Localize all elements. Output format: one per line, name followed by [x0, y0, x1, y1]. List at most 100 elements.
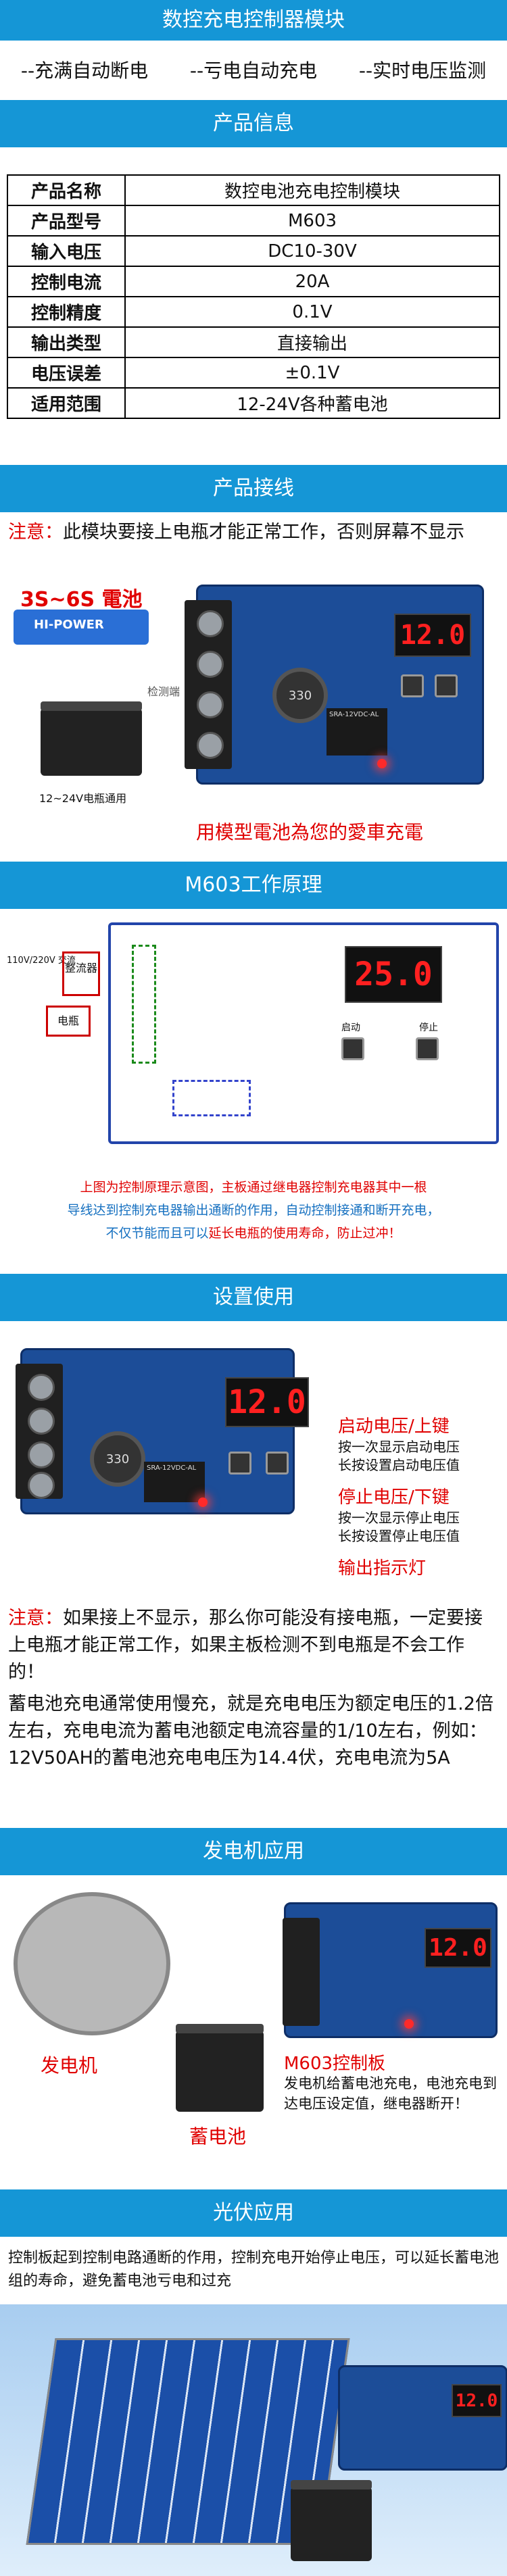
battery-box: 电瓶	[46, 1006, 91, 1037]
principle-text: 上图为控制原理示意图，主板通过继电器控制充电器其中一根 导线达到控制充电器输出通…	[8, 1176, 499, 1245]
page-title: 数控充电控制器模块	[0, 0, 507, 41]
principle-text-part: 不仅节能而且可以	[105, 1226, 209, 1241]
table-value: 数控电池充电控制模块	[124, 174, 500, 206]
section-header-setup: 设置使用	[0, 1274, 507, 1321]
table-key: 输出类型	[7, 326, 126, 358]
output-led	[404, 2019, 414, 2029]
principle-text-part: 延长电瓶的使用寿命，防止过冲！	[208, 1226, 402, 1241]
note-text: 如果接上不显示，那么你可能没有接电瓶，一定要接上电瓶才能正常工作，如果主板检测不…	[8, 1608, 483, 1683]
table-key: 产品型号	[7, 205, 126, 237]
table-value: 12-24V各种蓄电池	[124, 387, 500, 419]
section-header-wiring: 产品接线	[0, 465, 507, 512]
start-button[interactable]	[341, 1037, 364, 1060]
table-value: 直接输出	[124, 326, 500, 358]
table-key: 产品名称	[7, 174, 126, 206]
table-key: 输入电压	[7, 235, 126, 267]
terminal-block	[185, 600, 232, 769]
battery-brand: HI-POWER	[34, 618, 104, 632]
table-key: 控制精度	[7, 296, 126, 328]
section-header-solar: 光伏应用	[0, 2189, 507, 2237]
principle-text-line: 不仅节能而且可以延长电瓶的使用寿命，防止过冲！	[8, 1222, 499, 1245]
stop-button[interactable]	[416, 1037, 439, 1060]
setup-note: 注意：如果接上不显示，那么你可能没有接电瓶，一定要接上电瓶才能正常工作，如果主板…	[8, 1605, 499, 1686]
stop-button[interactable]	[435, 674, 458, 697]
solar-pcb: 12.0	[338, 2365, 507, 2471]
charge-explanation: 蓄电池充电通常使用慢充，就是充电电压为额定电压的1.2倍左右，充电电流为蓄电池额…	[8, 1693, 493, 1768]
table-value: DC10-30V	[124, 235, 500, 267]
stop-key-desc: 按一次显示停止电压	[338, 1510, 460, 1526]
table-key: 适用范围	[7, 387, 126, 419]
principle-board	[108, 922, 499, 1144]
start-button[interactable]	[401, 674, 424, 697]
start-key-desc: 长按设置启动电压值	[338, 1457, 460, 1473]
charger-input-label: 110V/220V 交流	[7, 956, 76, 966]
stop-button[interactable]	[266, 1452, 289, 1475]
terminal-diagram	[132, 945, 156, 1064]
output-led	[198, 1497, 208, 1507]
charger-label: 整流器	[64, 962, 97, 974]
solar-text: 控制板起到控制电路通断的作用，控制充电开始停止电压，可以延长蓄电池组的寿命，避免…	[8, 2250, 500, 2289]
table-row: 电压误差±0.1V	[7, 357, 500, 389]
table-value: M603	[124, 205, 500, 237]
setup-pcb: 12.0 330 SRA-12VDC-AL	[16, 1348, 309, 1514]
stop-label: 停止	[419, 1022, 438, 1033]
solar-battery-image	[291, 2480, 372, 2561]
stop-key-desc: 长按设置停止电压值	[338, 1528, 460, 1544]
output-led	[377, 759, 387, 768]
relay: SRA-12VDC-AL	[144, 1462, 205, 1502]
battery-image	[176, 2024, 264, 2112]
board-desc: 发电机给蓄电池充电，电池充电到达电压设定值，继电器断开！	[284, 2075, 497, 2112]
wiring-note: 注意：此模块要接上电瓶才能正常工作，否则屏幕不显示	[8, 519, 499, 546]
table-row: 输出类型直接输出	[7, 326, 500, 358]
principle-text-line: 导线达到控制充电器输出通断的作用，自动控制接通和断开充电，	[67, 1203, 440, 1218]
relay-diagram	[172, 1080, 251, 1116]
lipo-battery-image: HI-POWER	[14, 610, 149, 645]
charger-box: 整流器	[62, 951, 100, 996]
start-key-desc: 按一次显示启动电压	[338, 1439, 460, 1455]
feature-item: --充满自动断电	[20, 59, 149, 82]
wiring-caption: 用模型電池為您的愛車充電	[196, 821, 424, 843]
note-prefix: 注意：	[8, 1608, 63, 1629]
terminal-block	[283, 1918, 320, 2026]
setup-display: 12.0	[225, 1377, 309, 1427]
solar-display: 12.0	[452, 2384, 502, 2417]
generator-display: 12.0	[425, 1928, 491, 1968]
battery-label: 蓄电池	[189, 2125, 247, 2148]
start-button[interactable]	[228, 1452, 251, 1475]
table-key: 控制电流	[7, 266, 126, 297]
detect-label: 检测端	[147, 685, 180, 698]
start-label: 启动	[341, 1022, 360, 1033]
table-value: 20A	[124, 266, 500, 297]
principle-text-line: 上图为控制原理示意图，主板通过继电器控制充电器其中一根	[80, 1180, 427, 1195]
section-header-info: 产品信息	[0, 100, 507, 147]
stop-key-label: 停止电压/下键	[338, 1487, 450, 1508]
board-label: M603控制板	[284, 2054, 386, 2074]
principle-display: 25.0	[345, 946, 442, 1003]
car-battery-image	[41, 701, 142, 776]
start-key-label: 启动电压/上键	[338, 1416, 450, 1437]
section-header-principle: M603工作原理	[0, 862, 507, 909]
table-row: 产品名称数控电池充电控制模块	[7, 174, 500, 206]
inductor: 330	[90, 1431, 145, 1487]
inductor: 330	[272, 668, 328, 723]
lipo-battery-label: 3S~6S 電池	[20, 588, 143, 612]
relay: SRA-12VDC-AL	[327, 708, 387, 756]
pcb-board: 12.0 330 SRA-12VDC-AL	[185, 585, 484, 785]
terminal-block	[16, 1364, 63, 1499]
table-value: 0.1V	[124, 296, 500, 328]
feature-item: --亏电自动充电	[189, 59, 318, 82]
led-label: 输出指示灯	[338, 1558, 427, 1579]
feature-list: --充满自动断电 --亏电自动充电 --实时电压监测	[0, 46, 507, 93]
generator-pcb: 12.0	[283, 1902, 498, 2038]
table-key: 电压误差	[7, 357, 126, 389]
feature-item: --实时电压监测	[358, 59, 487, 82]
generator-label: 发电机	[41, 2054, 98, 2077]
section-header-generator: 发电机应用	[0, 1828, 507, 1875]
note-text: 此模块要接上电瓶才能正常工作，否则屏幕不显示	[63, 522, 464, 543]
note-prefix: 注意：	[8, 522, 63, 543]
